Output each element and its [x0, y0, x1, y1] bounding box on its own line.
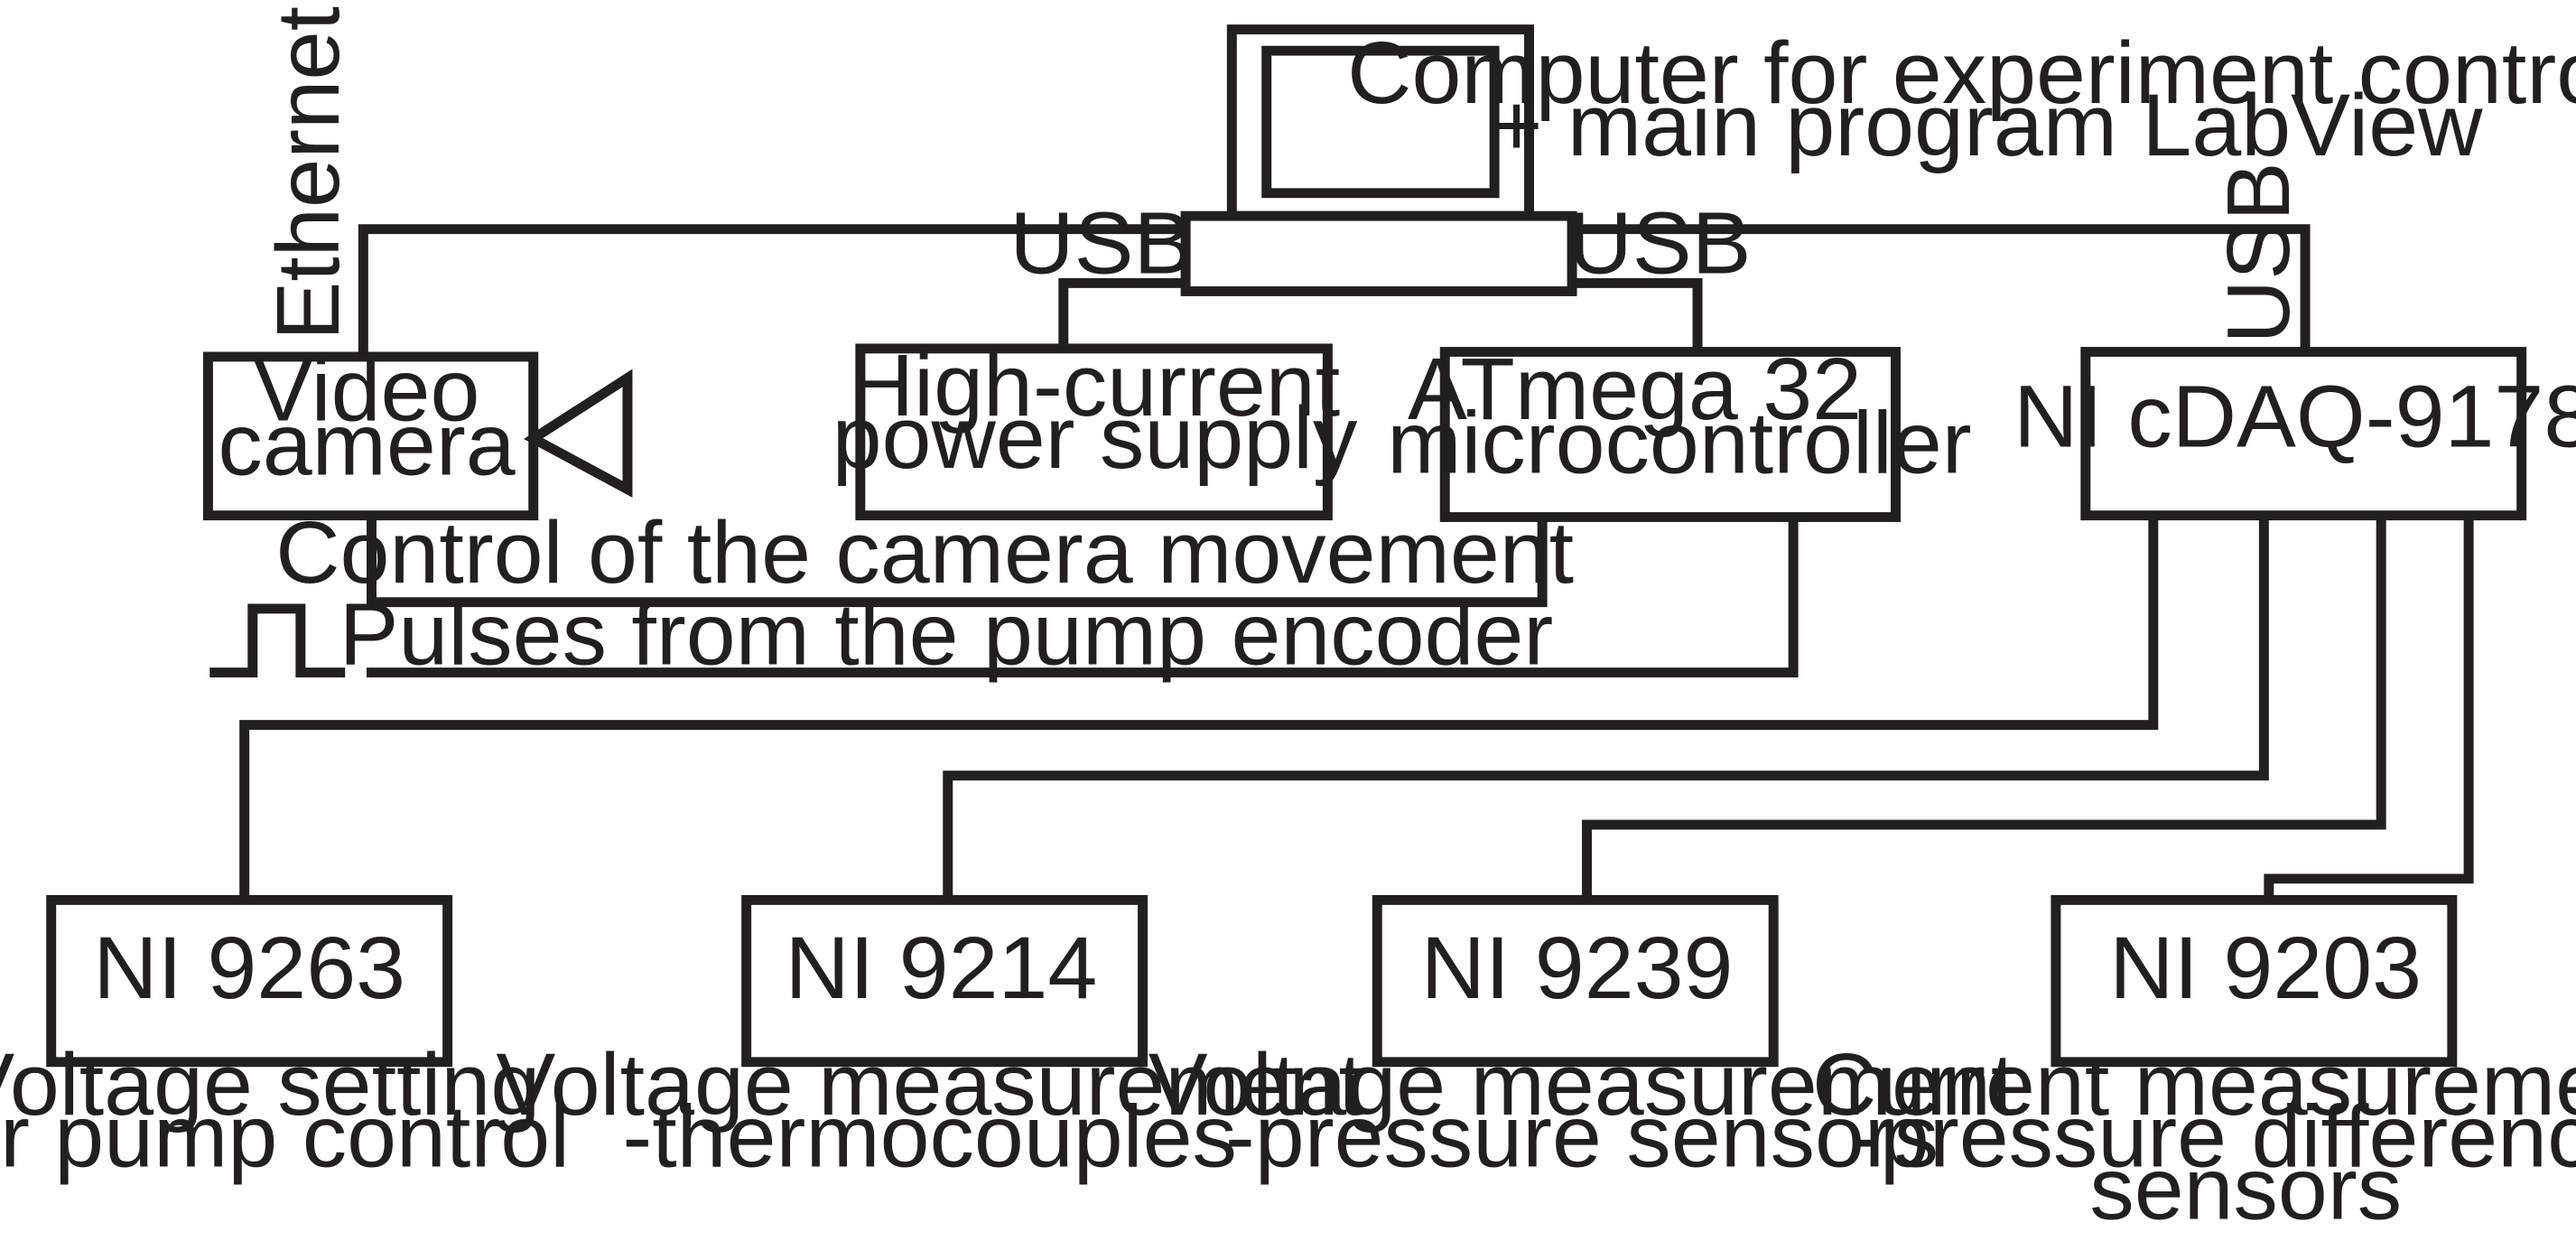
usb-left-label: USB	[1009, 193, 1193, 292]
module-caption-line1: Voltage setting	[0, 1034, 540, 1133]
module-box	[1372, 894, 1779, 1068]
daq-to-ni9203-wire	[2264, 510, 2474, 905]
usb-power-wire	[1058, 277, 1191, 354]
ni-cdaq-9178-label: NI cDAQ-9178	[2013, 367, 2576, 465]
usb-daq-label: USB	[2208, 162, 2308, 343]
module-caption-line2: -pressure sensors	[1225, 1087, 1939, 1185]
computer-label-line1: Computer for experiment control	[1347, 23, 2576, 122]
video-camera: Video camera	[202, 341, 633, 521]
module-caption-line3: sensors	[2089, 1139, 2402, 1237]
module-ni-9214: NI 9214 Voltage measurement -thermocoupl…	[496, 894, 1363, 1186]
module-ni-9239: NI 9239 Voltage measurement -pressure se…	[1149, 894, 2016, 1186]
ni-cdaq-9178: NI cDAQ-9178	[2013, 347, 2576, 521]
module-box	[46, 894, 453, 1068]
computer	[1180, 24, 1577, 296]
video-camera-label-line1: Video	[254, 341, 480, 439]
power-supply-label-line1: High-current	[850, 336, 1340, 434]
pump-pulses-label: Pulses from the pump encoder	[339, 584, 1554, 683]
pump-pulses-wire	[367, 515, 1799, 678]
module-ni-9203: NI 9203 Current measurement -pressure di…	[1812, 894, 2576, 1238]
module-caption-line2: for pump control	[0, 1087, 570, 1185]
daq-to-ni9239-wire	[1582, 510, 2386, 905]
power-supply-box	[855, 343, 1333, 521]
module-box	[2051, 894, 2458, 1068]
computer-base	[1180, 210, 1577, 296]
module-name: NI 9239	[1421, 919, 1734, 1017]
module-caption-line1: Current measurement	[1812, 1034, 2576, 1133]
usb-micro-wire	[1563, 277, 1703, 357]
microcontroller-label-line1: ATmega 32	[1408, 339, 1862, 437]
computer-label-line2: + main program LabView	[1491, 76, 2484, 174]
usb-daq-wire	[1563, 224, 2311, 357]
microcontroller-label-line2: microcontroller	[1387, 393, 1971, 491]
module-box	[741, 894, 1149, 1068]
module-caption-line1: Voltage measurement	[496, 1034, 1363, 1133]
power-supply: High-current power supply	[832, 336, 1358, 521]
module-caption-line2: -thermocouples	[622, 1087, 1237, 1185]
computer-screen	[1261, 45, 1500, 199]
camera-control-wire	[367, 510, 1548, 608]
microcontroller: ATmega 32 microcontroller	[1387, 339, 1972, 522]
daq-to-ni9263-wire	[239, 510, 2159, 905]
pulse-signal-icon	[209, 603, 346, 678]
module-caption-line1: Voltage measurement	[1149, 1034, 2016, 1133]
daq-to-ni9214-wire	[943, 510, 2269, 905]
video-camera-label-line2: camera	[218, 395, 516, 493]
connection-wires	[239, 224, 2474, 905]
ethernet-wire	[358, 224, 1191, 362]
module-name: NI 9214	[786, 919, 1098, 1017]
ethernet-label: Ethernet	[257, 6, 358, 341]
module-name: NI 9203	[2109, 919, 2422, 1017]
power-supply-label-line2: power supply	[832, 388, 1358, 487]
camera-lens-icon	[523, 369, 633, 498]
ni-cdaq-9178-box	[2080, 347, 2527, 521]
usb-right-label: USB	[1567, 193, 1751, 292]
module-name: NI 9263	[93, 919, 405, 1017]
module-ni-9263: NI 9263 Voltage setting for pump control	[0, 894, 570, 1186]
module-caption-line2: -pressure difference	[1850, 1087, 2576, 1185]
microcontroller-box	[1439, 347, 1902, 522]
